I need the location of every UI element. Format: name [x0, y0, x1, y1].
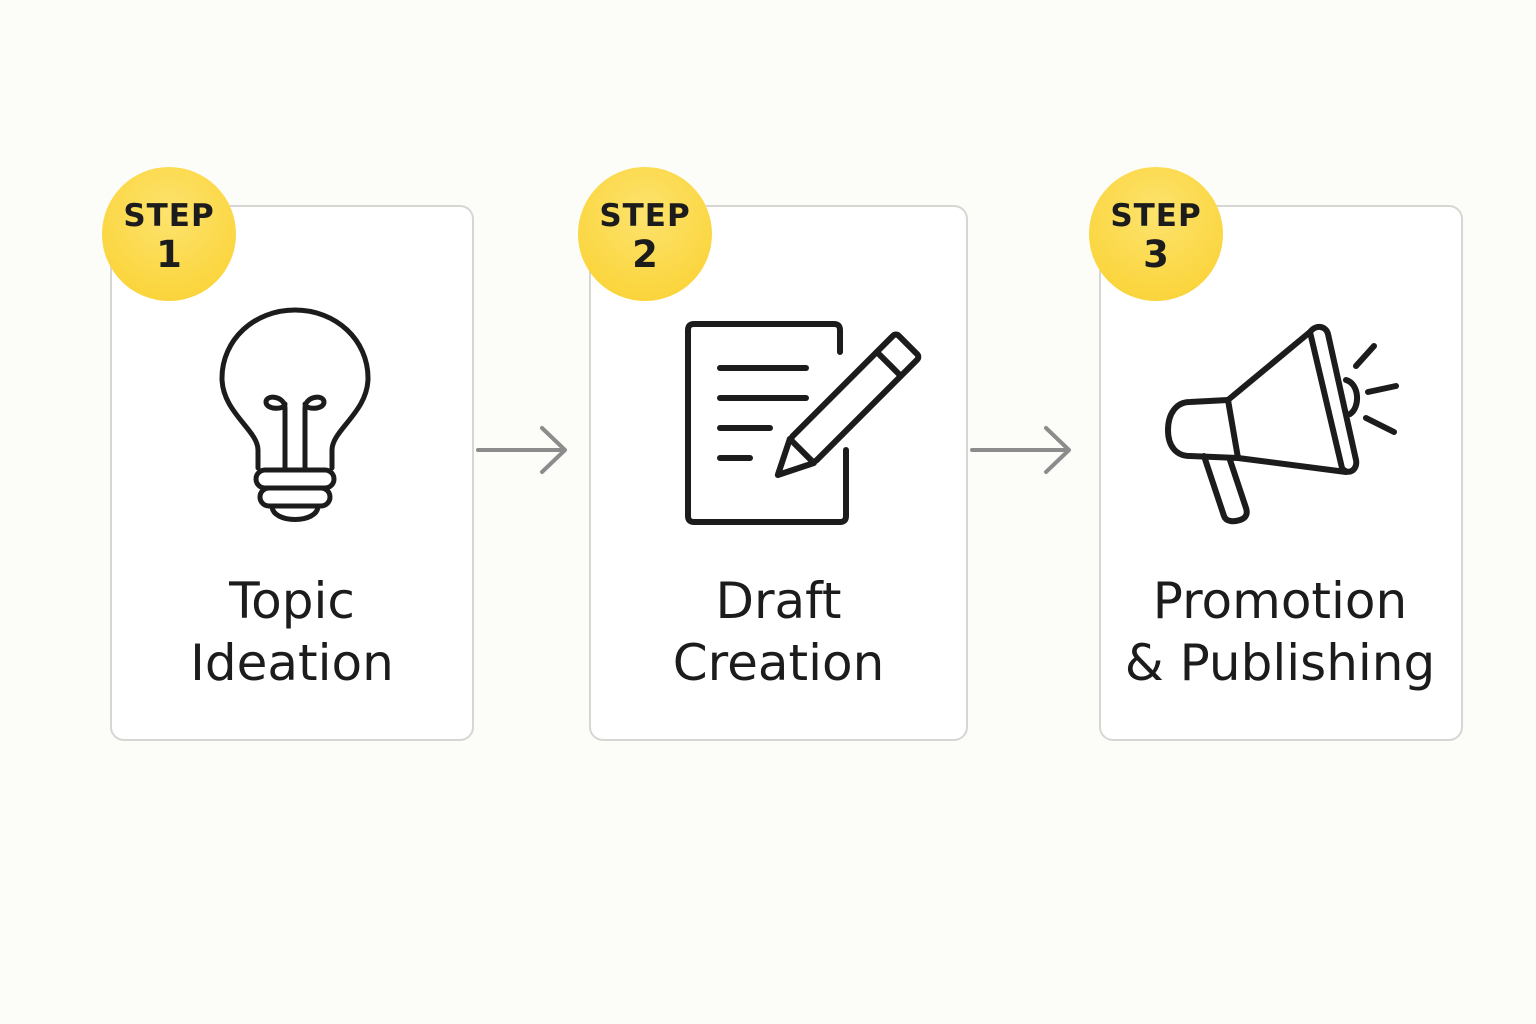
step-badge-number: 1 [156, 233, 182, 276]
step-badge-1: STEP 1 [102, 167, 236, 301]
document-pencil-icon [670, 310, 930, 540]
step-title-line: Creation [672, 634, 885, 692]
step-title-line: Topic [229, 572, 355, 630]
step-badge-label: STEP [599, 198, 691, 234]
step-badge-label: STEP [1110, 198, 1202, 234]
step-badge-number: 3 [1143, 233, 1169, 276]
arrow-right-icon [968, 420, 1078, 480]
lightbulb-icon [200, 300, 390, 540]
step-title-3: Promotion & Publishing [1080, 570, 1480, 694]
step-title-2: Draft Creation [589, 570, 968, 694]
step-title-1: Topic Ideation [110, 570, 474, 694]
megaphone-icon [1150, 310, 1420, 540]
step-badge-label: STEP [123, 198, 215, 234]
step-title-line: Promotion [1152, 572, 1408, 630]
step-title-line: Ideation [190, 634, 394, 692]
step-badge-number: 2 [632, 233, 658, 276]
step-title-line: & Publishing [1124, 634, 1436, 692]
step-title-line: Draft [715, 572, 842, 630]
arrow-right-icon [474, 420, 574, 480]
step-badge-3: STEP 3 [1089, 167, 1223, 301]
step-badge-2: STEP 2 [578, 167, 712, 301]
